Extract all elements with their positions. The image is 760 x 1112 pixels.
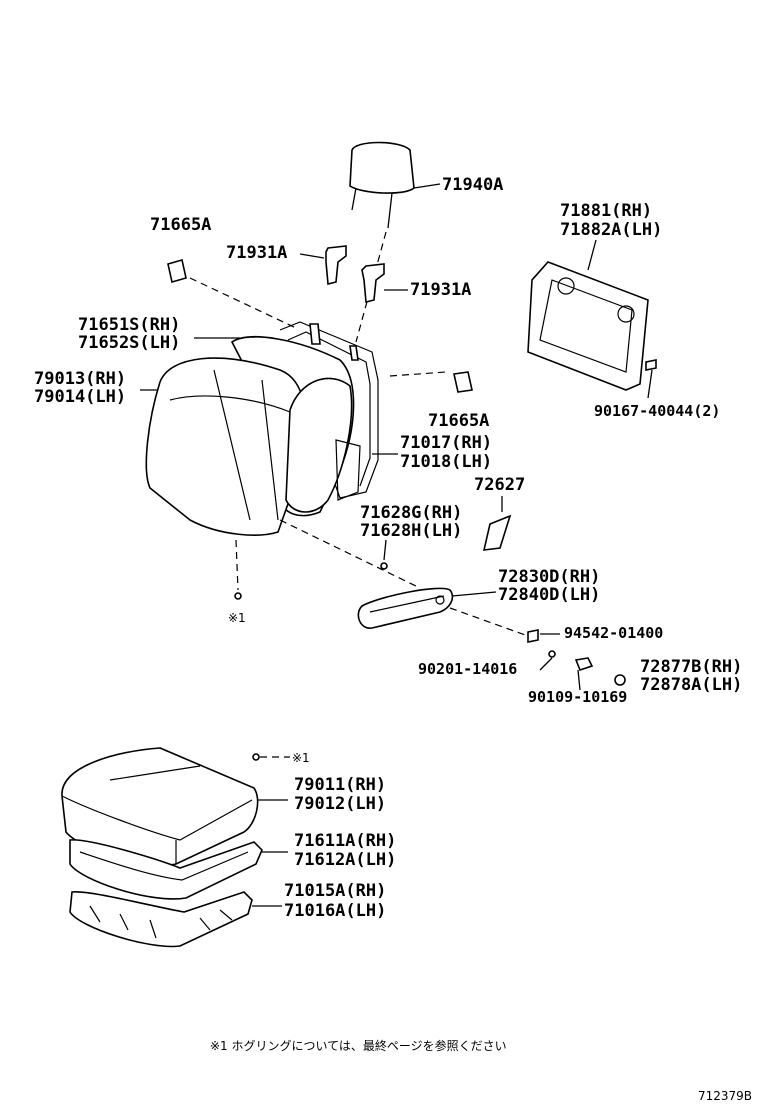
screw-board xyxy=(645,359,657,371)
label-plate: 72627 xyxy=(474,475,525,495)
label-screw-board: 90167-40044(2) xyxy=(594,402,720,420)
label-back-frame-cover-lh: 79014(LH) xyxy=(34,387,126,407)
label-cap-lh: 72878A(LH) xyxy=(640,675,742,695)
label-armrest-rh: 72830D(RH) xyxy=(498,567,600,587)
clip xyxy=(380,562,388,570)
label-headrest: 71940A xyxy=(442,175,503,195)
cap xyxy=(614,674,626,686)
seat-cushion-pad xyxy=(69,839,263,900)
plate xyxy=(482,514,512,551)
label-cushion-frame-lh: 71016A(LH) xyxy=(284,901,386,921)
label-support-right: 71931A xyxy=(410,280,471,300)
label-armrest-lh: 72840D(LH) xyxy=(498,585,600,605)
ref-mark-lower: ※1 xyxy=(292,751,310,765)
label-frame-rh: 71017(RH) xyxy=(400,433,492,453)
bolt-b xyxy=(548,650,556,658)
label-back-cover-rh: 71651S(RH) xyxy=(78,315,180,335)
cover-cap-left xyxy=(167,258,187,284)
label-cushion-pad-lh: 71612A(LH) xyxy=(294,850,396,870)
seat-back-side-panel xyxy=(285,377,361,513)
support-guide-left xyxy=(325,245,347,286)
cover-cap-right xyxy=(453,371,473,393)
label-back-frame-cover-rh: 79013(RH) xyxy=(34,369,126,389)
label-support-left: 71931A xyxy=(226,243,287,263)
bolt-c xyxy=(574,657,594,671)
label-cushion-cover-rh: 79011(RH) xyxy=(294,775,386,795)
label-back-cover-lh: 71652S(LH) xyxy=(78,333,180,353)
label-pad-rh: 71628G(RH) xyxy=(360,503,462,523)
seat-back-board xyxy=(527,261,649,391)
label-pad-lh: 71628H(LH) xyxy=(360,521,462,541)
hog-ring-lower xyxy=(252,753,260,761)
label-bolt-b: 90201-14016 xyxy=(418,660,517,678)
label-cushion-pad-rh: 71611A(RH) xyxy=(294,831,396,851)
ref-mark-upper: ※1 xyxy=(228,611,246,625)
armrest xyxy=(357,587,454,629)
headrest xyxy=(349,141,415,229)
label-cap-rh: 72877B(RH) xyxy=(640,657,742,677)
seat-cushion-frame xyxy=(69,891,253,948)
label-board-rh: 71881(RH) xyxy=(560,201,652,221)
label-cushion-frame-rh: 71015A(RH) xyxy=(284,881,386,901)
label-cover-right: 71665A xyxy=(428,411,489,431)
label-bolt-c: 90109-10169 xyxy=(528,688,627,706)
hog-ring-upper xyxy=(234,592,242,600)
label-frame-lh: 71018(LH) xyxy=(400,452,492,472)
support-guide-right xyxy=(361,263,385,304)
label-board-lh: 71882A(LH) xyxy=(560,220,662,240)
label-bolt-a: 94542-01400 xyxy=(564,624,663,642)
footnote: ※1 ホグリングについては、最終ページを参照ください xyxy=(210,1038,507,1053)
bolt-a xyxy=(527,629,539,643)
label-headrest-cover-top: 71665A xyxy=(150,215,211,235)
label-cushion-cover-lh: 79012(LH) xyxy=(294,794,386,814)
seat-back-cover xyxy=(145,357,307,536)
figure-number: 712379B xyxy=(698,1089,752,1103)
